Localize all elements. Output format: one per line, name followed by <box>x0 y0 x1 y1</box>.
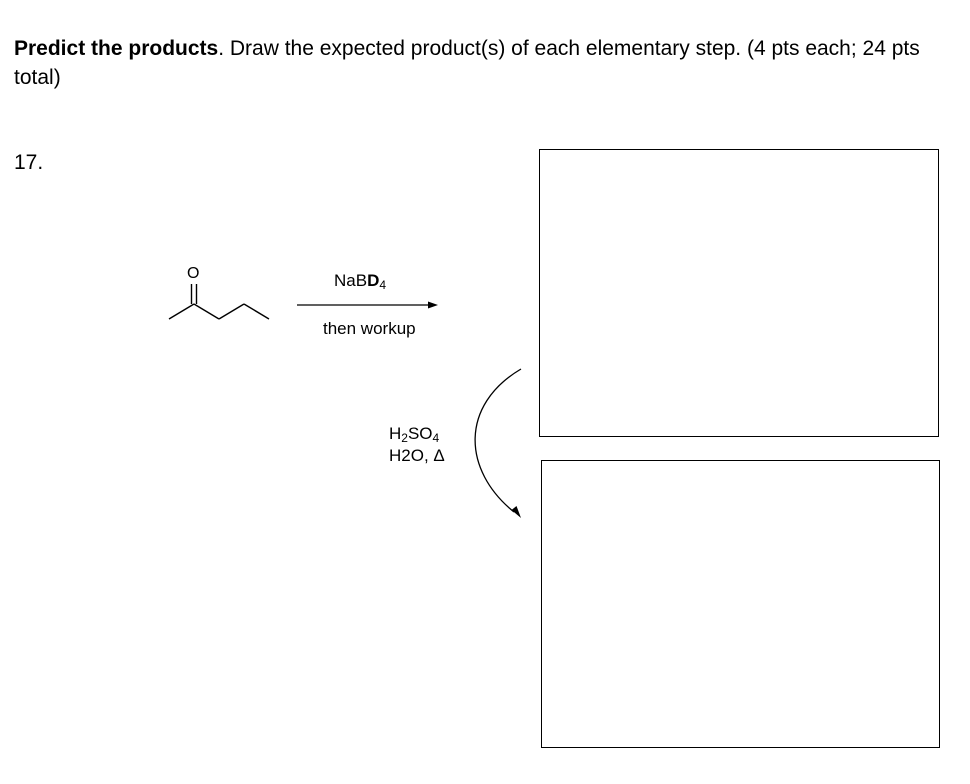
acid-formula: H2SO4 <box>389 424 440 446</box>
heat-conditions: H2O, Δ <box>389 446 445 465</box>
bond-c2-c3 <box>193 303 220 320</box>
bond-c3-c4 <box>218 303 245 320</box>
reagent-subscript: 4 <box>379 278 387 292</box>
instructions-body: . Draw the expected product(s) of each e… <box>14 37 920 89</box>
oxygen-atom-label: O <box>187 265 200 282</box>
reagent-prefix: NaB <box>334 271 368 290</box>
answer-box-step2[interactable] <box>541 460 940 748</box>
curved-arrow <box>474 368 522 518</box>
butanone-structure <box>168 284 270 320</box>
instructions-text: Predict the products. Draw the expected … <box>14 34 934 92</box>
reagent-deuterium: D <box>367 271 380 290</box>
instructions-bold-lead: Predict the products <box>14 37 219 60</box>
reagent-condition-workup: then workup <box>323 319 416 338</box>
acid-conditions: H2SO4 H2O, Δ <box>389 425 445 465</box>
reagent-nabd4: NaBD4 <box>334 271 386 292</box>
question-number: 17. <box>14 151 44 174</box>
answer-box-step1[interactable] <box>539 149 939 437</box>
bond-c4-c5 <box>243 303 270 320</box>
reaction-arrow <box>297 301 438 309</box>
bond-c1-c2 <box>168 303 195 320</box>
